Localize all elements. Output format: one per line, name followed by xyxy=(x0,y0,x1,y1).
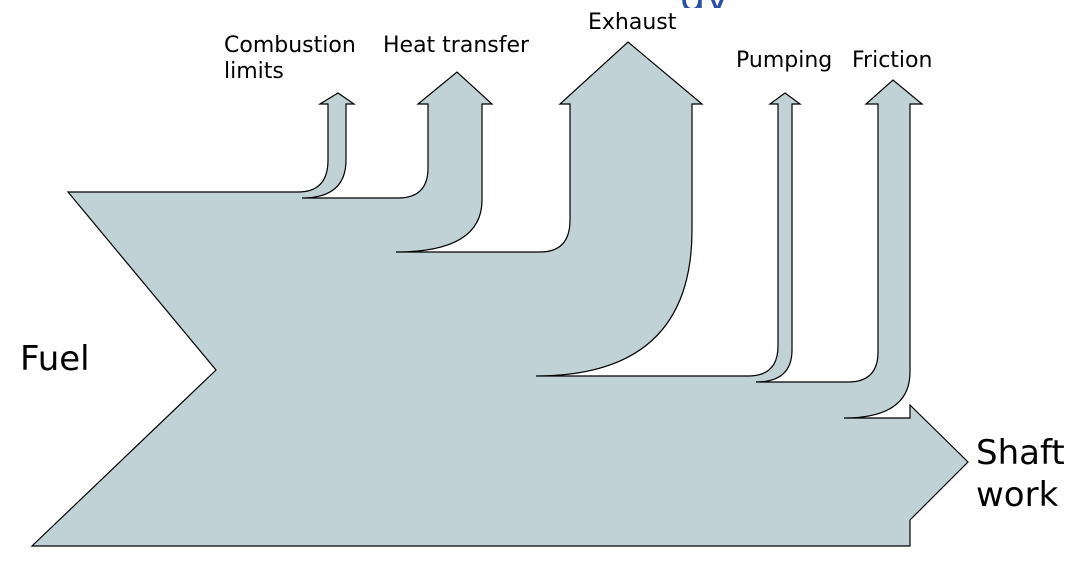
title-fragment: gy xyxy=(680,0,860,8)
combustion-label-line2: limits xyxy=(224,59,284,84)
shaft-work-line2: work xyxy=(976,475,1059,515)
friction-label: Friction xyxy=(852,48,933,73)
fuel-to-shaft-flow xyxy=(30,41,969,547)
heat-transfer-label: Heat transfer xyxy=(383,33,530,58)
shaft-work-label: Shaft work xyxy=(976,432,1065,516)
title-fragment-text: gy xyxy=(680,0,729,8)
exhaust-label: Exhaust xyxy=(588,10,677,35)
combustion-limits-label: Combustion limits xyxy=(224,33,356,85)
pumping-label: Pumping xyxy=(736,48,833,73)
combustion-label-line1: Combustion xyxy=(224,33,356,58)
shaft-work-line1: Shaft xyxy=(976,433,1065,473)
fuel-label: Fuel xyxy=(20,339,90,379)
